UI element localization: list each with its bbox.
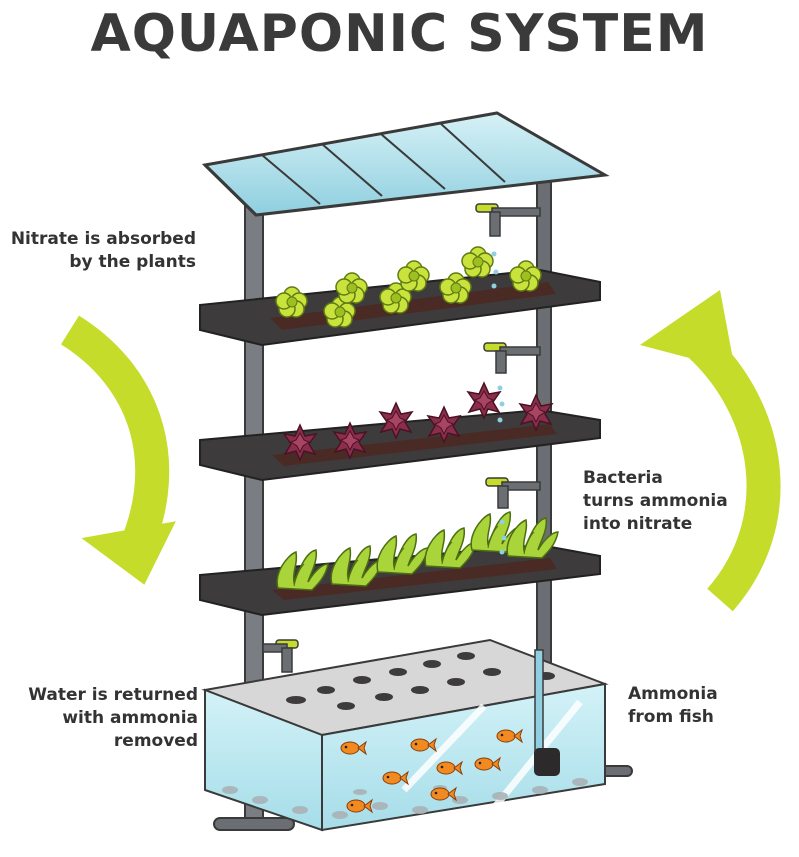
- water-returned-label: Water is returned with ammonia removed: [10, 684, 198, 753]
- ammonia-label-line-1: Ammonia: [628, 684, 718, 704]
- bacteria-label-line-1: Bacteria: [583, 468, 663, 488]
- nitrate-label: Nitrate is absorbed by the plants: [6, 228, 196, 274]
- right-cycle-arrow: [640, 290, 781, 612]
- ammonia-label-line-2: from fish: [628, 707, 714, 727]
- return-spout: [262, 639, 299, 701]
- ammonia-label: Ammonia from fish: [628, 683, 718, 729]
- fish-tank: [201, 638, 609, 832]
- middle-shelf: [199, 342, 601, 482]
- water-label-line-2: with ammonia: [62, 708, 198, 728]
- diagram-title: AQUAPONIC SYSTEM: [90, 4, 709, 64]
- bacteria-label: Bacteria turns ammonia into nitrate: [583, 467, 728, 536]
- bacteria-label-line-3: into nitrate: [583, 514, 693, 534]
- left-cycle-arrow: [60, 315, 176, 585]
- top-shelf: [199, 203, 601, 347]
- water-label-line-1: Water is returned: [28, 685, 198, 705]
- transparent-roof: [201, 111, 610, 217]
- nitrate-label-line-1: Nitrate is absorbed: [10, 229, 196, 249]
- bacteria-label-line-2: turns ammonia: [583, 491, 728, 511]
- nitrate-label-line-2: by the plants: [69, 252, 196, 272]
- bottom-shelf: [199, 477, 601, 617]
- frame: [213, 174, 633, 831]
- water-label-line-3: removed: [113, 731, 198, 751]
